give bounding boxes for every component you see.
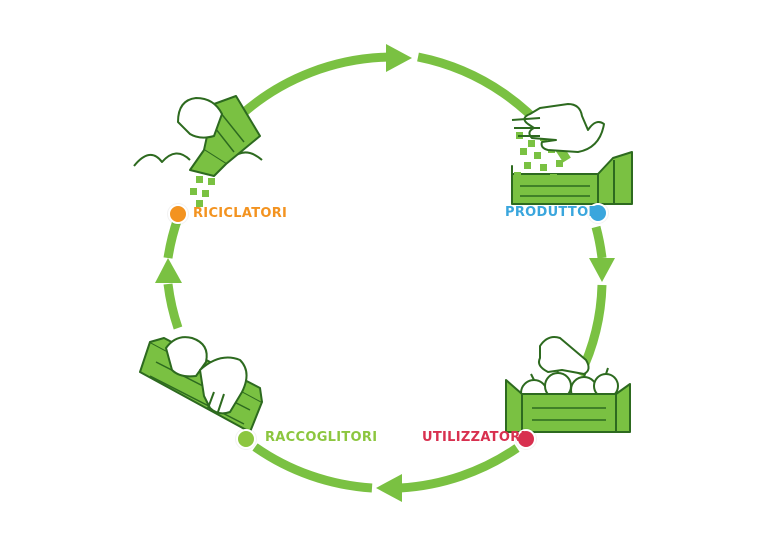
arrow-right-icon [386,44,412,72]
arrow-down-icon [589,258,615,282]
hands-collecting-crate-icon [139,336,263,433]
hands-pouring-granules-icon [511,103,633,205]
label-utilizzatori: UTILIZZATORI [422,430,526,445]
ring-arc-bottom-right [399,444,520,493]
shredded-crate-icon [133,95,263,207]
label-produttori: PRODUTTORI [505,205,604,220]
ring-arc-left-lower [163,283,183,330]
raccoglitori-marker [236,429,256,449]
produttori-marker [588,203,608,223]
crate-with-apples-icon [505,336,631,433]
label-riciclatori: RICICLATORI [193,206,288,221]
ring-arc-bottom-left [252,443,373,493]
arrow-left-icon [376,474,402,502]
label-raccoglitori: RACCOGLITORI [265,430,378,445]
cycle-arrows [155,44,615,502]
ring-arc-left-upper [163,216,183,259]
ring-arc-top-left [238,52,393,119]
riciclatori-marker [168,204,188,224]
ring-arc-right-upper [591,225,607,259]
utilizzatori-marker [516,429,536,449]
arrow-up-icon [155,258,182,283]
